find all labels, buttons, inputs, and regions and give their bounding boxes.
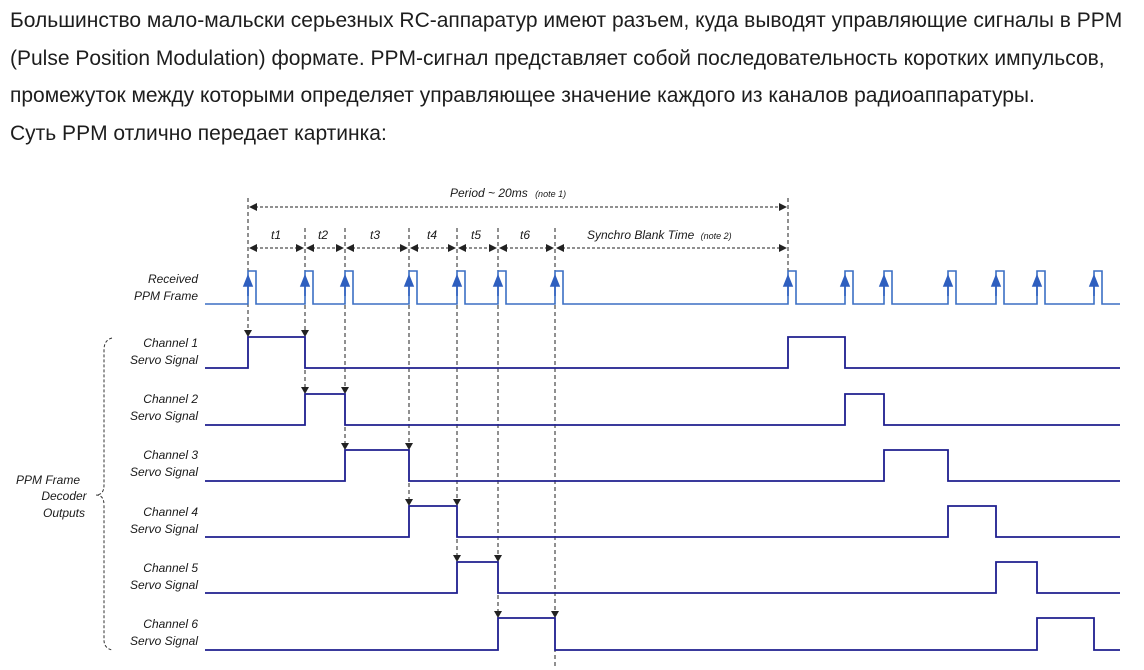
channel-1-label: Channel 1 — [143, 336, 198, 350]
sync-label: Synchro Blank Time (note 2) — [587, 228, 732, 242]
ppm-frame-label-line1: Received — [148, 272, 198, 286]
channel-4-sublabel: Servo Signal — [130, 522, 198, 536]
guide-lines — [247, 198, 789, 666]
slot-label-t2: t2 — [318, 228, 328, 242]
channel-3-label: Channel 3 — [143, 448, 198, 462]
guide-arrowheads — [244, 330, 559, 618]
channel-4-waveform — [205, 505, 1120, 538]
channel-5-label: Channel 5 — [143, 561, 198, 575]
channel-3-waveform — [205, 449, 1120, 482]
channel-3-sublabel: Servo Signal — [130, 465, 198, 479]
slot-label-t3: t3 — [370, 228, 380, 242]
channel-2-sublabel: Servo Signal — [130, 409, 198, 423]
slot-label-t1: t1 — [271, 228, 281, 242]
decoder-label-line1: PPM Frame — [16, 473, 80, 487]
channel-1-waveform — [205, 336, 1120, 369]
channel-5-sublabel: Servo Signal — [130, 578, 198, 592]
period-label: Period ~ 20ms (note 1) — [450, 186, 566, 200]
decoder-label-line2: Decoder — [41, 489, 87, 503]
ppm-frame-label-line2: PPM Frame — [134, 289, 198, 303]
channel-6-sublabel: Servo Signal — [130, 634, 198, 648]
diagram-caption: Суть PPM отлично передает картинка: — [10, 121, 387, 145]
article-text: Большинство мало-мальски серьезных RC-ап… — [10, 2, 1140, 152]
slot-label-t6: t6 — [520, 228, 530, 242]
channel-1-sublabel: Servo Signal — [130, 353, 198, 367]
intro-paragraph: Большинство мало-мальски серьезных RC-ап… — [10, 9, 1123, 107]
channel-2-label: Channel 2 — [143, 392, 198, 406]
channel-2-waveform — [205, 393, 1120, 426]
slot-label-t4: t4 — [427, 228, 437, 242]
ppm-waveform — [205, 270, 1120, 305]
channel-5-waveform — [205, 561, 1120, 594]
slot-label-t5: t5 — [471, 228, 481, 242]
decoder-group-brace — [95, 337, 113, 651]
channel-6-waveform — [205, 617, 1120, 651]
channel-6-label: Channel 6 — [143, 617, 198, 631]
ppm-pulse-arrows — [242, 273, 1100, 296]
channel-4-label: Channel 4 — [143, 505, 198, 519]
decoder-label-line3: Outputs — [43, 506, 85, 520]
